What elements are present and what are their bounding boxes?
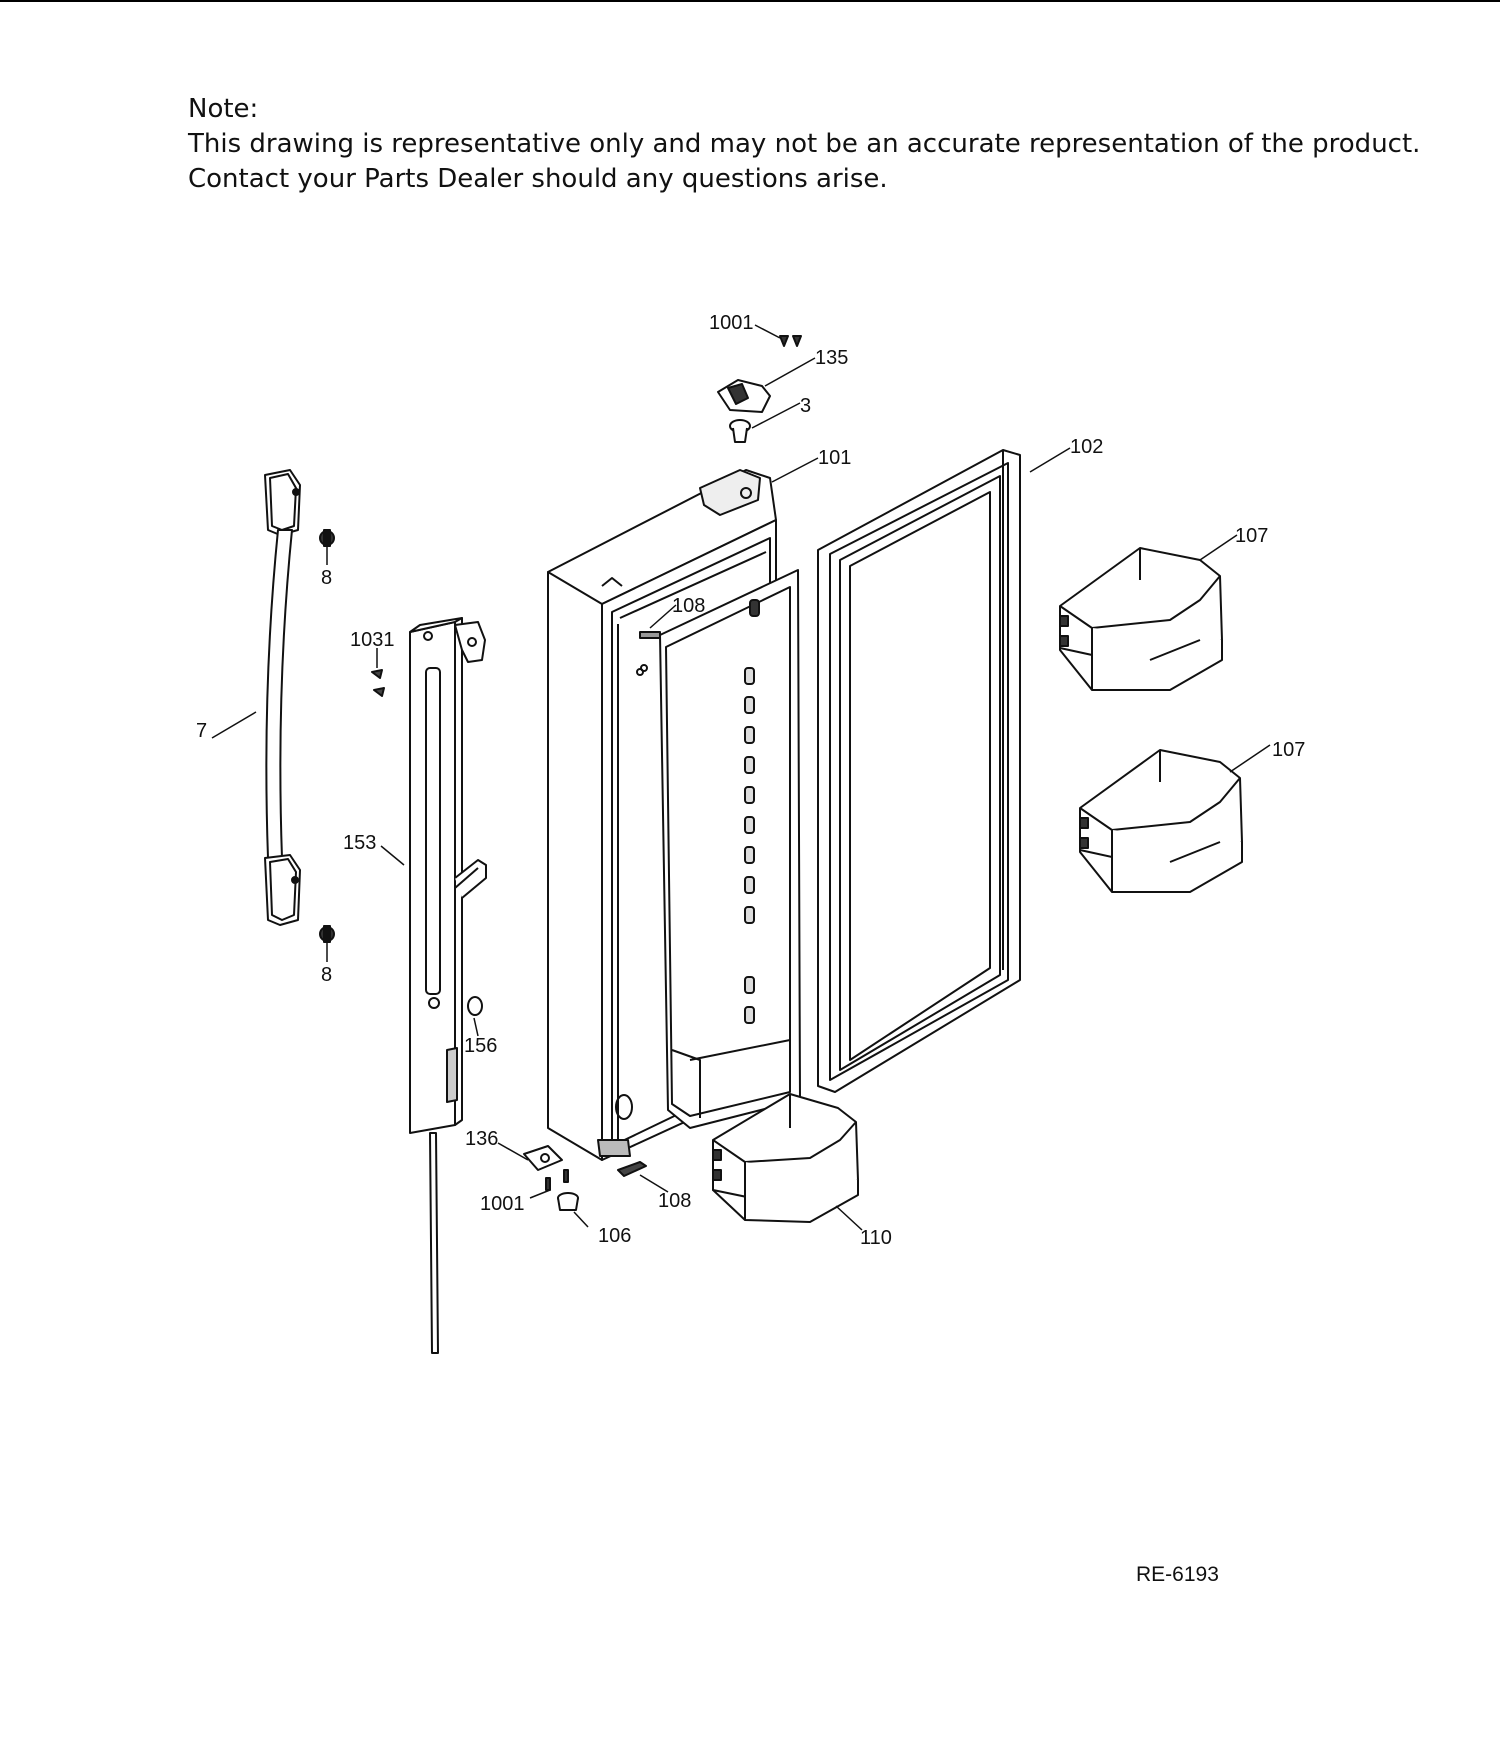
plug — [467, 996, 483, 1016]
disclaimer-note: Note: This drawing is representative onl… — [188, 92, 1420, 197]
hinge-pin — [557, 1192, 579, 1211]
handle-screw-top — [319, 529, 335, 547]
label-3: 3 — [800, 395, 811, 417]
label-8-top: 8 — [321, 567, 332, 589]
hinge-screws-top — [779, 335, 802, 347]
bottom-hinge-screws — [545, 1169, 569, 1191]
part-labels: 1001 135 3 101 102 107 107 108 8 1031 7 … — [196, 312, 1305, 1249]
bottom-hinge-bracket — [523, 1145, 563, 1171]
label-156: 156 — [464, 1035, 497, 1057]
door-bin-lower — [1079, 749, 1243, 893]
door-liner — [547, 469, 801, 1161]
label-101: 101 — [818, 447, 851, 469]
label-136: 136 — [465, 1128, 498, 1150]
note-line-1: This drawing is representative only and … — [188, 129, 1421, 159]
note-title: Note: — [188, 94, 259, 124]
hinge-screws — [371, 669, 385, 697]
label-102: 102 — [1070, 436, 1103, 458]
leader-lines — [211, 324, 1271, 1231]
handle-screw-bottom — [319, 925, 335, 943]
label-107-lower: 107 — [1272, 739, 1305, 761]
label-110: 110 — [860, 1227, 892, 1249]
label-1001-top: 1001 — [709, 312, 754, 334]
label-107-upper: 107 — [1235, 525, 1268, 547]
label-7: 7 — [196, 720, 207, 742]
door-handle — [264, 469, 301, 926]
label-1031: 1031 — [350, 629, 395, 651]
label-106: 106 — [598, 1225, 631, 1247]
label-153: 153 — [343, 832, 376, 854]
door-bin-bottom — [712, 1093, 859, 1223]
door-bin-upper — [1059, 547, 1223, 691]
label-8-bottom: 8 — [321, 964, 332, 986]
top-border — [0, 0, 1500, 2]
label-135: 135 — [815, 347, 848, 369]
top-hinge-cover — [717, 379, 771, 413]
label-1001-bottom: 1001 — [480, 1193, 525, 1215]
note-line-2: Contact your Parts Dealer should any que… — [188, 164, 888, 194]
door-gasket — [817, 449, 1021, 1093]
door-stop — [617, 1161, 647, 1177]
document-id: RE-6193 — [1136, 1563, 1219, 1586]
label-108-top: 108 — [672, 595, 705, 617]
hinge-rail — [409, 617, 487, 1354]
hinge-bushing — [729, 419, 751, 443]
label-108-bottom: 108 — [658, 1190, 691, 1212]
